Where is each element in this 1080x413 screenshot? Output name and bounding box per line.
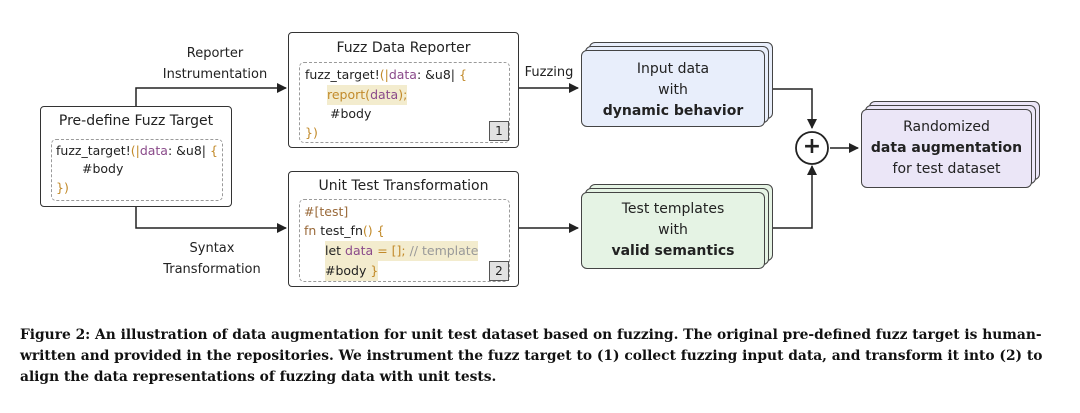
plus-symbol: + [802, 134, 822, 159]
code-token: data [341, 243, 374, 258]
code-token: { [455, 67, 467, 82]
code-line: fn test_fn() { [304, 221, 385, 241]
predefine-code-block: fuzz_target!(|data: &u8| { #body }) [51, 139, 223, 201]
code-token: test_fn [316, 223, 363, 238]
input-data-text: Input data with dynamic behavior [582, 59, 764, 122]
code-token: #body [325, 263, 367, 278]
code-token: data [139, 143, 168, 158]
code-token: : &u8| [416, 67, 455, 82]
code-token: fuzz_target! [305, 67, 380, 82]
code-token: () { [362, 223, 385, 238]
code-token: let [325, 243, 342, 258]
code-token: }) [56, 180, 69, 195]
edge-label-line: Reporter [186, 46, 244, 61]
test-templates-line3: valid semantics [611, 243, 735, 259]
code-token: fuzz_target! [56, 143, 131, 158]
unit-test-title: Unit Test Transformation [318, 178, 489, 194]
code-token: (| [379, 67, 389, 82]
code-token: #[test] [304, 204, 349, 219]
code-line: }) [56, 178, 69, 198]
code-line-highlighted: report(data); [327, 85, 408, 105]
edge-label-line: Instrumentation [162, 67, 268, 82]
arrow-input-to-plus [766, 88, 817, 129]
input-data-box: Input data with dynamic behavior [581, 50, 765, 127]
input-data-line2: with [658, 82, 688, 98]
code-token: } [366, 263, 379, 278]
code-token: : &u8| [167, 143, 206, 158]
code-line: fuzz_target!(|data: &u8| { [56, 141, 218, 161]
randomized-line3: for test dataset [892, 161, 1001, 177]
code-token: fn [304, 223, 317, 238]
code-line: #body [330, 104, 371, 124]
code-line: fuzz_target!(|data: &u8| { [305, 65, 467, 85]
edge-label-line: Syntax [189, 241, 235, 256]
code-token: { [206, 143, 218, 158]
code-token: data [370, 87, 399, 102]
fuzz-data-reporter-box: Fuzz Data Reporter fuzz_target!(|data: &… [288, 32, 519, 148]
code-token: data [388, 67, 417, 82]
randomized-box: Randomized data augmentation for test da… [861, 109, 1032, 188]
code-line: #body [82, 159, 123, 179]
code-token: = []; [373, 243, 410, 258]
arrow-templates-to-plus [766, 165, 817, 229]
input-data-line1: Input data [636, 61, 710, 77]
code-line-highlighted: let data = []; // template [325, 241, 479, 261]
unit-test-transformation-box: Unit Test Transformation #[test] fn test… [288, 171, 519, 287]
predefine-title: Pre-define Fuzz Target [58, 113, 214, 129]
code-line-highlighted: #body } [325, 261, 379, 281]
edge-label-line: Transformation [163, 262, 261, 277]
code-token: ); [398, 87, 408, 102]
code-token: // template [409, 243, 479, 258]
test-templates-text: Test templates with valid semantics [582, 199, 764, 262]
code-token: }) [305, 125, 318, 140]
predefine-fuzz-target-box: Pre-define Fuzz Target fuzz_target!(|dat… [40, 106, 232, 207]
test-templates-line2: with [658, 222, 688, 238]
input-data-line3: dynamic behavior [602, 103, 744, 119]
code-token: report( [327, 87, 371, 102]
step-badge-1: 1 [489, 121, 509, 141]
randomized-line1: Randomized [903, 119, 990, 135]
step-badge-2: 2 [489, 261, 509, 281]
plus-circle [795, 131, 829, 165]
randomized-text: Randomized data augmentation for test da… [862, 117, 1031, 180]
code-token: #body [330, 106, 372, 121]
edge-label-fuzzing: Fuzzing [524, 65, 574, 80]
edge-label-syntax-transformation: Syntax Transformation [150, 238, 274, 280]
code-token: #body [82, 161, 124, 176]
test-templates-box: Test templates with valid semantics [581, 192, 765, 269]
test-templates-line1: Test templates [621, 201, 725, 217]
code-line: #[test] [304, 202, 348, 222]
reporter-code-block: fuzz_target!(|data: &u8| { report(data);… [299, 62, 510, 143]
code-token: (| [130, 143, 140, 158]
code-line: }) [305, 123, 318, 143]
arrow-to-unit-test [135, 206, 287, 233]
reporter-title: Fuzz Data Reporter [336, 40, 471, 56]
edge-label-reporter-instrumentation: Reporter Instrumentation [150, 43, 280, 85]
figure-caption: Figure 2: An illustration of data augmen… [20, 327, 1043, 385]
arrow-to-reporter [135, 83, 287, 107]
unit-test-code-block: #[test] fn test_fn() { let data = []; //… [299, 199, 510, 282]
randomized-line2: data augmentation [870, 140, 1023, 156]
